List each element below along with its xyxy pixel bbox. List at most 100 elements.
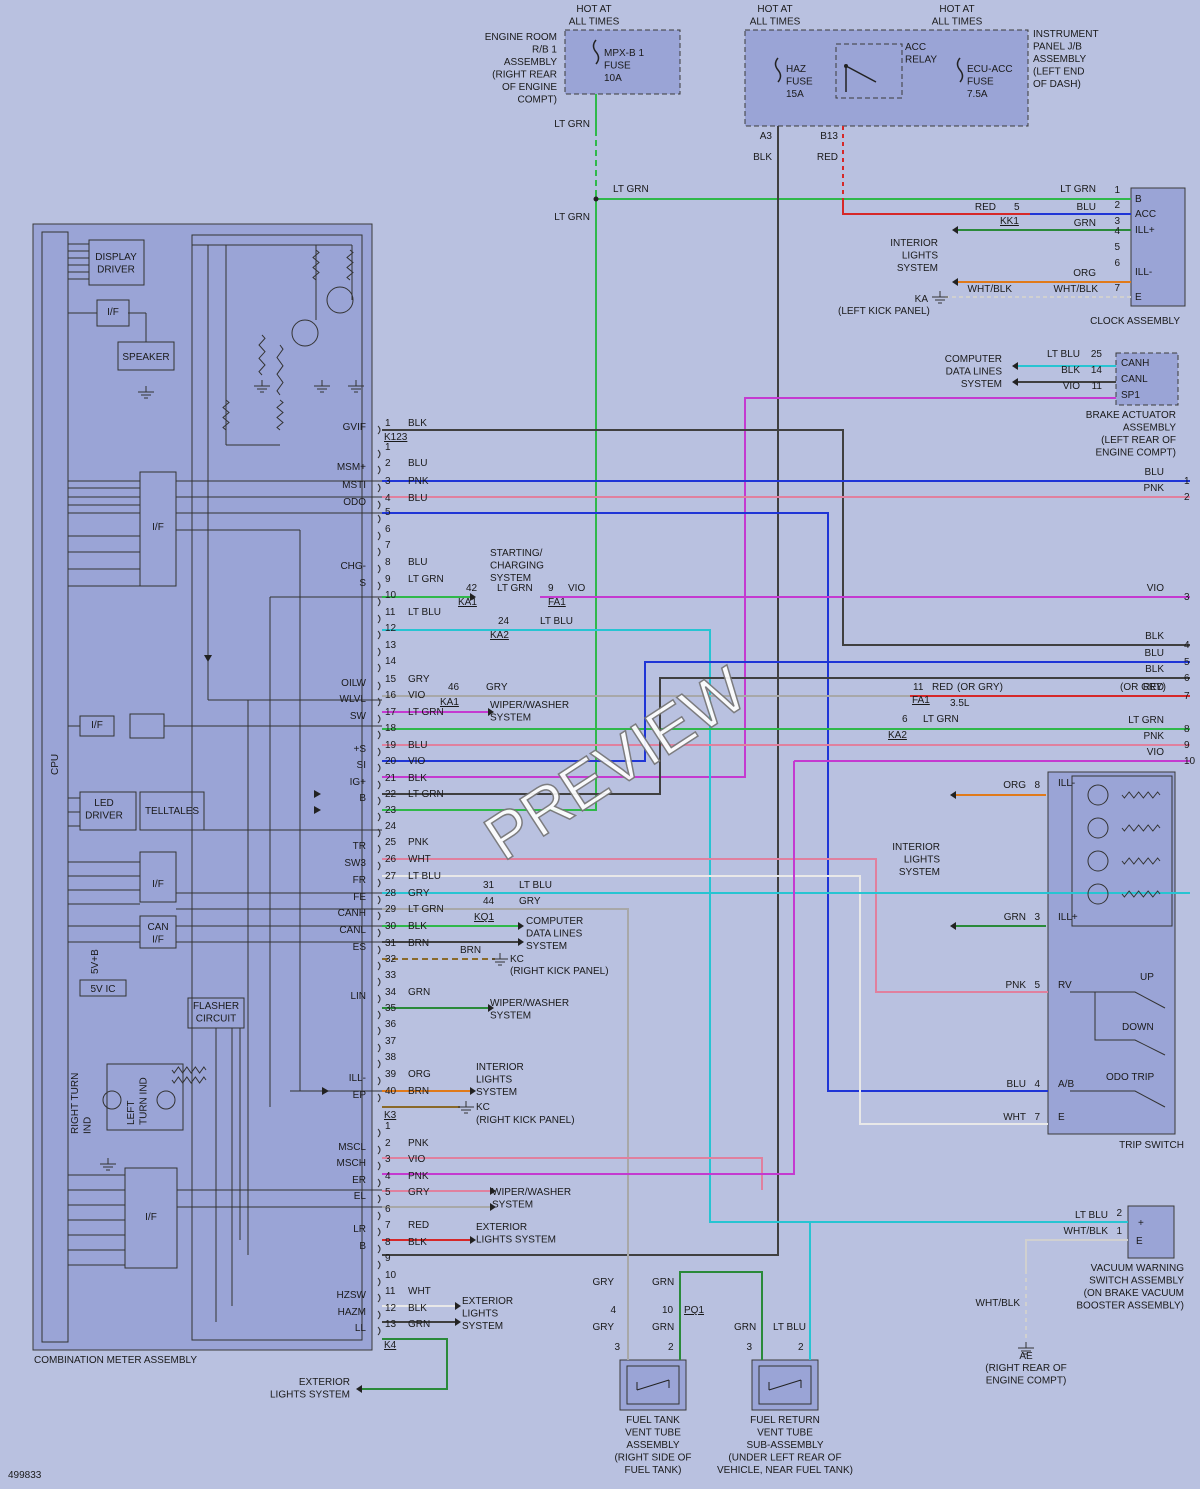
right-wire-label-1: BLU (1145, 467, 1164, 478)
connector-a-wire-label-19: BLU (408, 740, 427, 751)
connector-a-pin-14-mark (377, 663, 381, 673)
brake-pin-num-14: 14 (1091, 365, 1103, 376)
meter-signal-sw-17: SW (350, 711, 367, 722)
connector-b-wire-label-3: PNK (408, 1171, 429, 1182)
connector-a-pin-25-mark (377, 844, 381, 854)
connector-a-pin-29-mark (377, 911, 381, 921)
brake-pin-sp1: SP1 (1121, 390, 1140, 401)
wire-ltgrn-splice-label: LT GRN (613, 184, 649, 195)
clock-pin-6: ILL- (1135, 267, 1152, 278)
connector-b-pin-num-8: 9 (385, 1253, 391, 1264)
connector-a-pin-num-27: 27 (385, 871, 397, 882)
illum-pin-num-8: 8 (1034, 780, 1040, 791)
connector-a-pin-num-7: 7 (385, 540, 391, 551)
combination-meter-box (32, 223, 373, 1351)
right-pin-num-7: 7 (1184, 691, 1190, 702)
ground-ae-label: AE (1019, 1351, 1033, 1362)
meter-signal-b-lr-6: LR (353, 1224, 366, 1235)
illum-pin-ill-minus: ILL- (1058, 778, 1075, 789)
connector-a-pin-num-28: 28 (385, 888, 397, 899)
illum-lamp-4 (1087, 883, 1109, 905)
can-if-box (139, 915, 177, 949)
transistor-2 (326, 286, 354, 314)
clock-pin-3: ILL+ (1135, 225, 1155, 236)
if-box-2 (139, 471, 177, 587)
trip-switch-up (1070, 991, 1166, 1009)
fuel-grn-label-2: GRN (652, 1322, 674, 1333)
clock-ka-label: KA (915, 294, 929, 305)
wire-ltgrn-meter-b (382, 196, 597, 811)
illum-lamp-3 (1087, 850, 1109, 872)
connector-a-wire-label-11: LT BLU (408, 607, 441, 618)
trip-pin-num-7: 7 (1034, 1112, 1040, 1123)
wire-odo-blu (382, 512, 1048, 1092)
wire-red-b13-label: RED (817, 152, 838, 163)
connector-a-wire-label-20: VIO (408, 756, 425, 767)
telltales-box (139, 791, 205, 831)
splice-42-label: 42 (466, 583, 478, 594)
connector-a-pin-num-18: 18 (385, 723, 397, 734)
if-label-5: I/F (145, 1212, 157, 1223)
connector-a-pin-5-mark (377, 514, 381, 524)
connector-fa1-label: FA1 (548, 597, 566, 608)
right-wire-label-6: BLK (1145, 664, 1164, 675)
wire-blk-a3 (382, 126, 779, 1256)
trip-pin-num-4: 4 (1034, 1079, 1040, 1090)
right-wire-label-9: PNK (1143, 731, 1164, 742)
meter-signal-gvif-0: GVIF (343, 422, 366, 433)
brake-pin-num-11: 11 (1092, 381, 1103, 392)
diode-1 (204, 655, 212, 662)
clock-wire-1-label: LT GRN (1060, 184, 1096, 195)
connector-b-pin-4-mark (377, 1194, 381, 1204)
connector-a-pin-10-mark (377, 597, 381, 607)
illum-lamp-2 (1087, 817, 1109, 839)
haz-fuse-symbol (774, 57, 782, 83)
connector-b-wire-label-6: RED (408, 1220, 429, 1231)
right-pin-num-2: 2 (1184, 492, 1190, 503)
illum-resistor-3 (1121, 857, 1161, 865)
connector-b-pin-num-3: 4 (385, 1171, 391, 1182)
connector-a-pin-num-11: 11 (385, 607, 396, 618)
fuel-return-sensor (768, 1379, 802, 1391)
wire-ltblu-12 (382, 629, 1128, 1223)
internal-circuit-box (191, 234, 363, 1341)
connector-a-pin-num-13: 13 (385, 640, 397, 651)
gnd-2 (314, 380, 330, 393)
clock-assembly-label: CLOCK ASSEMBLY (1090, 316, 1180, 327)
illumination-box (1047, 771, 1176, 1135)
connector-a-wire-label-22: LT GRN (408, 789, 444, 800)
connector-a-pin-num-9: 9 (385, 574, 391, 585)
fuel-return-ltblu-label: LT BLU (773, 1322, 806, 1333)
connector-b-pin-12-mark (377, 1326, 381, 1336)
wire-arrow-5 (470, 1087, 476, 1095)
label-3-5l: 3.5L (950, 698, 970, 709)
splice-46-label: 46 (448, 682, 460, 693)
vacuum-pin-num-1: 1 (1116, 1226, 1122, 1237)
meter-signal-b-ll-12: LL (355, 1323, 367, 1334)
wire-arrow-ll (356, 1385, 362, 1393)
wire-arrow-9 (455, 1302, 461, 1310)
fuel-pq1-label: PQ1 (684, 1305, 704, 1316)
connector-a-pin-num-37: 37 (385, 1036, 397, 1047)
fuel-wire-grn (679, 1271, 763, 1360)
splice-11-label: 11 (913, 682, 924, 693)
connector-a-pin-36-mark (377, 1026, 381, 1036)
connector-b-wire-label-2: VIO (408, 1154, 425, 1165)
clock-pin-num-1: 1 (1114, 185, 1120, 196)
fuel-gry-label-2: GRY (593, 1322, 615, 1333)
trip-pin-num-5: 5 (1034, 980, 1040, 991)
connector-b-pin-num-4: 5 (385, 1187, 391, 1198)
brake-pin-num-25: 25 (1091, 349, 1103, 360)
transistor-1 (291, 319, 319, 347)
connector-a-pin-20-mark (377, 763, 381, 773)
resistor-2 (276, 344, 284, 396)
meter-signal-msm-2: MSM+ (337, 462, 366, 473)
resistor-6 (276, 399, 284, 431)
wire-arrow-2 (518, 922, 524, 930)
connector-a-wire-label-30: BLK (408, 921, 427, 932)
